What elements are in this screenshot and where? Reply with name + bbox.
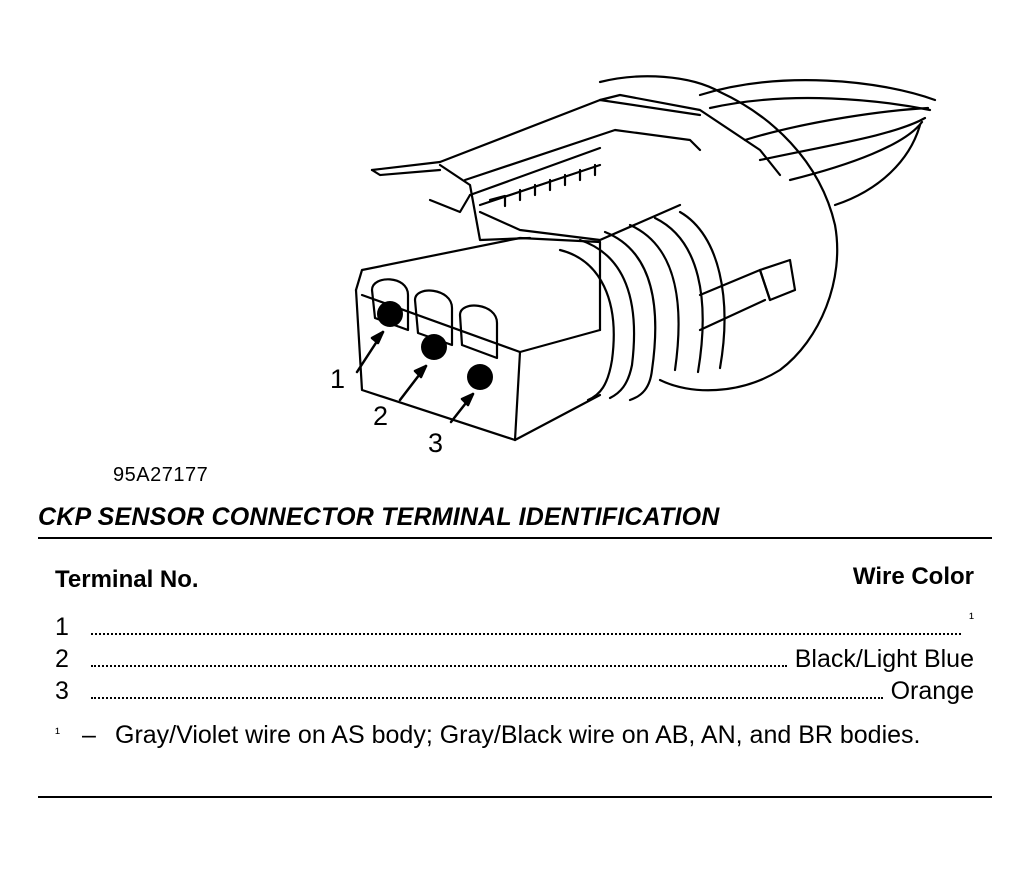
row-terminal: 2: [55, 645, 69, 673]
table-row: 3 Orange: [55, 674, 974, 706]
footnote-text: Gray/Violet wire on AS body; Gray/Black …: [115, 721, 921, 749]
footnote-marker: ¹: [55, 725, 60, 742]
header-terminal-no: Terminal No.: [55, 566, 199, 593]
terminal-2-pin: [421, 334, 447, 360]
callout-arrows: [355, 330, 475, 424]
title-rule: [38, 537, 992, 539]
row-wire-color: Orange: [890, 677, 974, 705]
table-title: CKP SENSOR CONNECTOR TERMINAL IDENTIFICA…: [38, 503, 720, 531]
terminal-1-pin: [377, 301, 403, 327]
row-wire-color: Black/Light Blue: [794, 645, 974, 673]
callout-2-label: 2: [373, 401, 389, 431]
connector-housing: [354, 75, 839, 442]
row-wire-color: ¹: [969, 610, 974, 627]
leader-dots: [91, 665, 787, 667]
connector-illustration: [354, 75, 937, 442]
footnote-dash: –: [82, 721, 96, 749]
bottom-rule: [38, 796, 992, 798]
figure-code: 95A27177: [113, 464, 209, 486]
leader-dots: [91, 697, 883, 699]
row-terminal: 3: [55, 677, 69, 705]
callout-3-label: 3: [428, 428, 444, 458]
footnote: ¹ – Gray/Violet wire on AS body; Gray/Bl…: [55, 718, 980, 753]
header-wire-color: Wire Color: [852, 563, 974, 590]
leader-dots: [91, 633, 961, 635]
table-row: 1 ¹: [55, 610, 974, 642]
terminal-cavities: [370, 278, 499, 360]
table-row: 2 Black/Light Blue: [55, 642, 974, 674]
callout-1-label: 1: [330, 364, 346, 394]
terminal-3-pin: [467, 364, 493, 390]
row-terminal: 1: [55, 613, 69, 641]
